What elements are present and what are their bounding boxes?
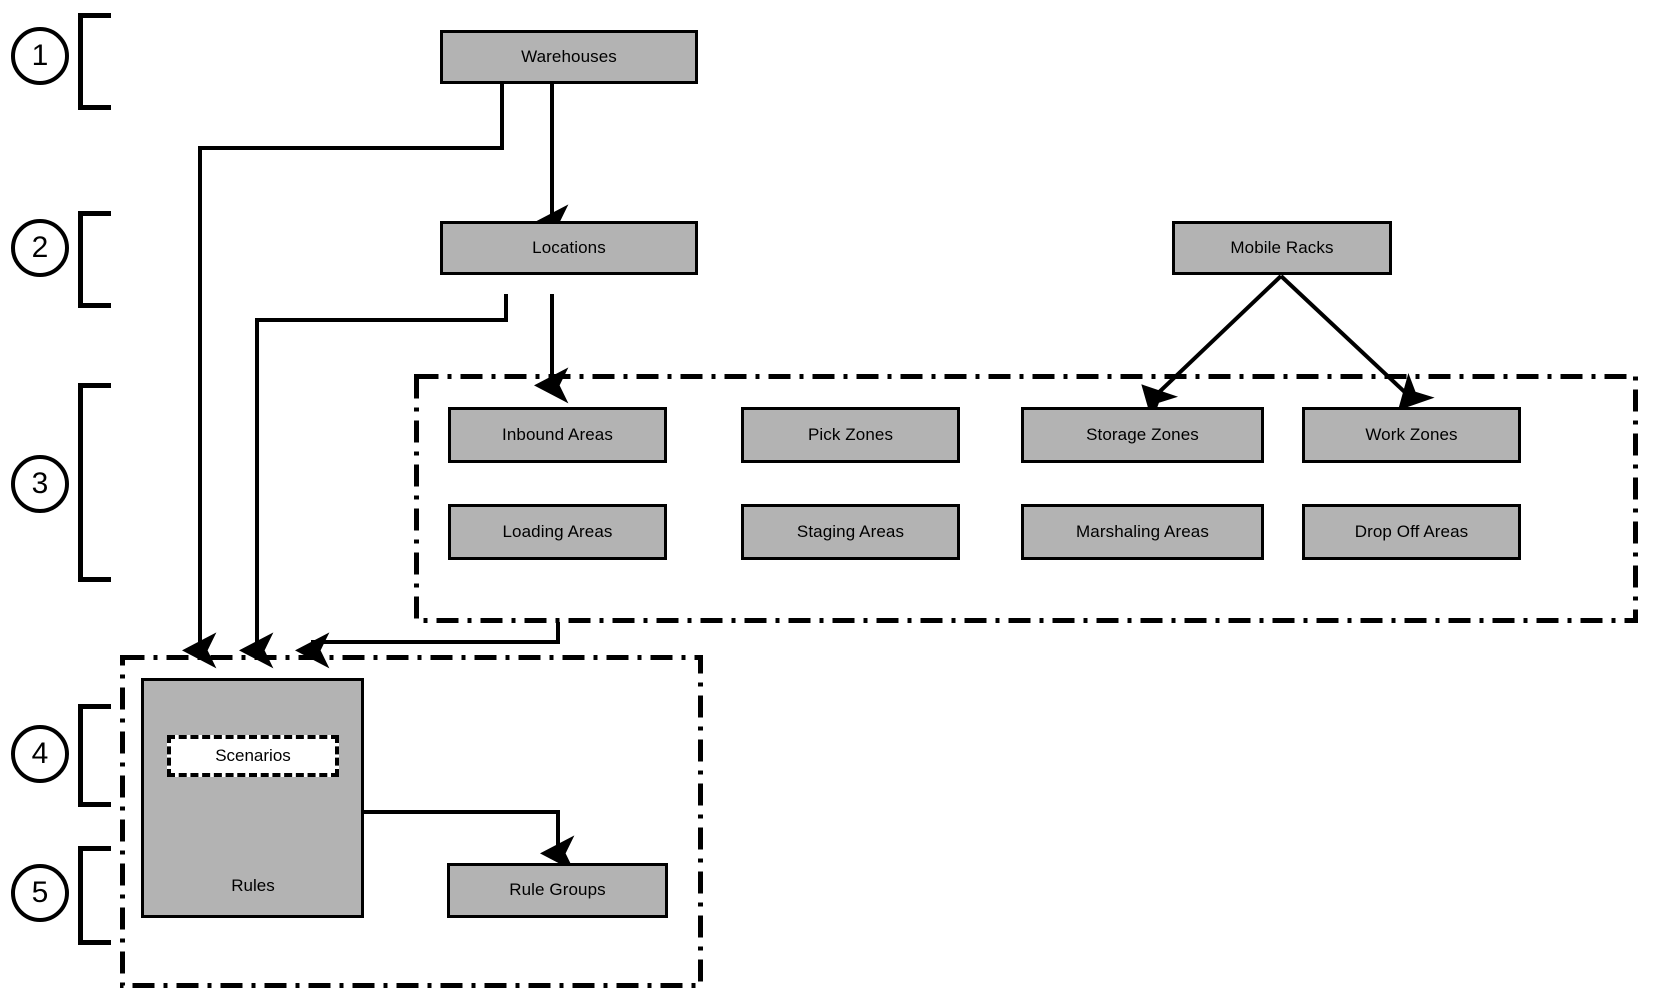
node-drop-off-areas[interactable]: Drop Off Areas — [1302, 504, 1521, 560]
level-marker-5: 5 — [11, 864, 69, 922]
level-bracket-3 — [78, 383, 111, 582]
node-loading-areas[interactable]: Loading Areas — [448, 504, 667, 560]
level-bracket-2 — [78, 211, 111, 308]
level-marker-4: 4 — [11, 725, 69, 783]
level-marker-3: 3 — [11, 455, 69, 513]
node-pick-zones[interactable]: Pick Zones — [741, 407, 960, 463]
level-bracket-1 — [78, 13, 111, 110]
level-bracket-5 — [78, 846, 111, 945]
node-warehouses[interactable]: Warehouses — [440, 30, 698, 84]
node-inbound-areas[interactable]: Inbound Areas — [448, 407, 667, 463]
node-marshaling-areas[interactable]: Marshaling Areas — [1021, 504, 1264, 560]
scenarios-rules-container — [120, 655, 703, 988]
node-staging-areas[interactable]: Staging Areas — [741, 504, 960, 560]
scenarios-rules-panel — [141, 678, 364, 918]
level-marker-2: 2 — [11, 219, 69, 277]
node-mobile-racks[interactable]: Mobile Racks — [1172, 221, 1392, 275]
node-storage-zones[interactable]: Storage Zones — [1021, 407, 1264, 463]
level-bracket-4 — [78, 704, 111, 807]
areas-container-border — [414, 374, 1638, 623]
areas-and-zones-container — [414, 374, 1638, 623]
level-marker-1: 1 — [11, 27, 69, 85]
node-scenarios[interactable]: Scenarios — [167, 735, 339, 777]
node-locations[interactable]: Locations — [440, 221, 698, 275]
scenarios-container-border — [120, 655, 703, 988]
node-rules[interactable]: Rules — [231, 876, 275, 895]
node-rule-groups[interactable]: Rule Groups — [447, 863, 668, 918]
node-work-zones[interactable]: Work Zones — [1302, 407, 1521, 463]
